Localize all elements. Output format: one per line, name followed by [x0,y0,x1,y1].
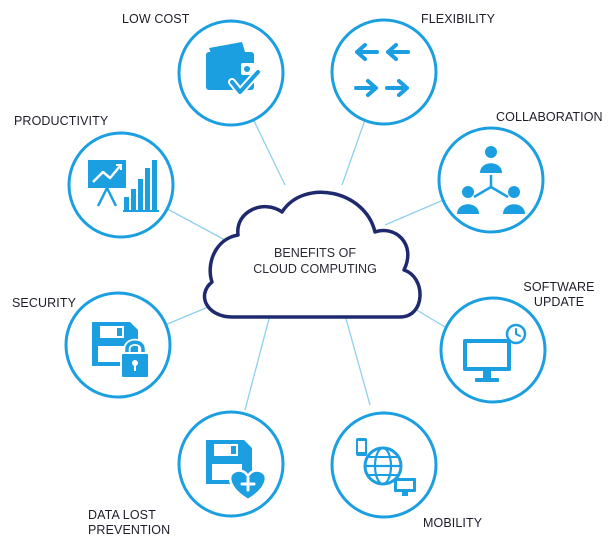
label-flexibility: FLEXIBILITY [421,12,496,26]
wallet-check-icon [206,42,262,96]
label-software-update-line2: UPDATE [533,295,585,309]
flexibility-circle [330,18,438,126]
globe-devices-icon [356,438,416,496]
label-software-update: SOFTWARE UPDATE [520,280,598,310]
label-collaboration: COLLABORATION [496,110,603,124]
benefit-mobility [330,411,438,519]
monitor-clock-icon [463,323,527,382]
floppy-heart-icon [206,440,268,502]
benefit-data-lost-prevention [177,410,285,518]
benefit-flexibility [330,18,438,126]
benefit-security [64,291,172,399]
floppy-lock-icon [92,322,150,379]
label-data-lost-line2: PREVENTION [88,523,171,537]
presentation-chart-icon [88,160,159,212]
label-security: SECURITY [12,296,77,310]
cloud-shape [202,190,422,319]
connector-productivity [159,204,226,241]
label-low-cost: LOW COST [122,12,190,26]
center-title-line1: BENEFITS OF [274,246,356,260]
arrows-exchange-icon [354,43,410,97]
connector-data-lost [244,314,271,411]
benefit-collaboration [437,126,545,234]
benefit-productivity [67,131,175,239]
benefit-low-cost [177,19,285,127]
benefit-software-update [439,296,547,404]
team-network-icon [457,146,525,214]
connector-mobility [344,314,371,406]
label-data-lost-prevention: DATA LOST PREVENTION [88,508,170,538]
label-mobility: MOBILITY [423,516,483,530]
label-productivity: PRODUCTIVITY [14,114,109,128]
label-software-update-line1: SOFTWARE [523,280,595,294]
center-title: BENEFITS OF CLOUD COMPUTING [225,245,405,277]
center-title-line2: CLOUD COMPUTING [253,262,377,276]
label-data-lost-line1: DATA LOST [88,508,156,522]
